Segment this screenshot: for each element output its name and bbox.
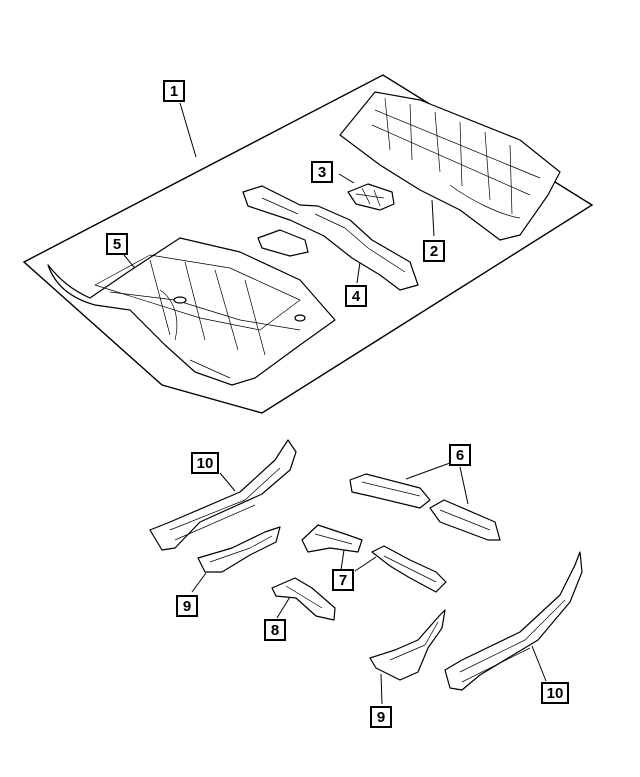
- callout-10-lower: 10: [541, 682, 569, 704]
- front-floor-pan: [47, 237, 336, 386]
- callout-2: 2: [423, 240, 445, 262]
- leader-lines: [123, 102, 547, 705]
- callout-4: 4: [345, 285, 367, 307]
- floor-crossmember: [242, 185, 419, 291]
- sill-left: [149, 439, 297, 551]
- callout-8: 8: [264, 619, 286, 641]
- callout-9-upper: 9: [176, 595, 198, 617]
- callout-6: 6: [449, 444, 471, 466]
- callout-7: 7: [332, 569, 354, 591]
- kickup-left: [197, 526, 281, 573]
- rear-floor-pan: [339, 91, 561, 241]
- callout-10-upper: 10: [191, 452, 219, 474]
- cross-rail-front: [349, 473, 431, 509]
- floor-support-bracket: [271, 577, 336, 621]
- assembly-outline: [22, 74, 594, 414]
- floor-bracket: [347, 183, 395, 211]
- callout-1: 1: [163, 80, 185, 102]
- kickup-right: [369, 609, 446, 681]
- center-support-right: [371, 545, 447, 593]
- callout-9-lower: 9: [370, 706, 392, 728]
- cross-rail-rear: [429, 499, 501, 541]
- center-support-left: [301, 524, 363, 553]
- callout-5: 5: [106, 233, 128, 255]
- sill-right: [444, 551, 583, 691]
- callout-3: 3: [311, 161, 333, 183]
